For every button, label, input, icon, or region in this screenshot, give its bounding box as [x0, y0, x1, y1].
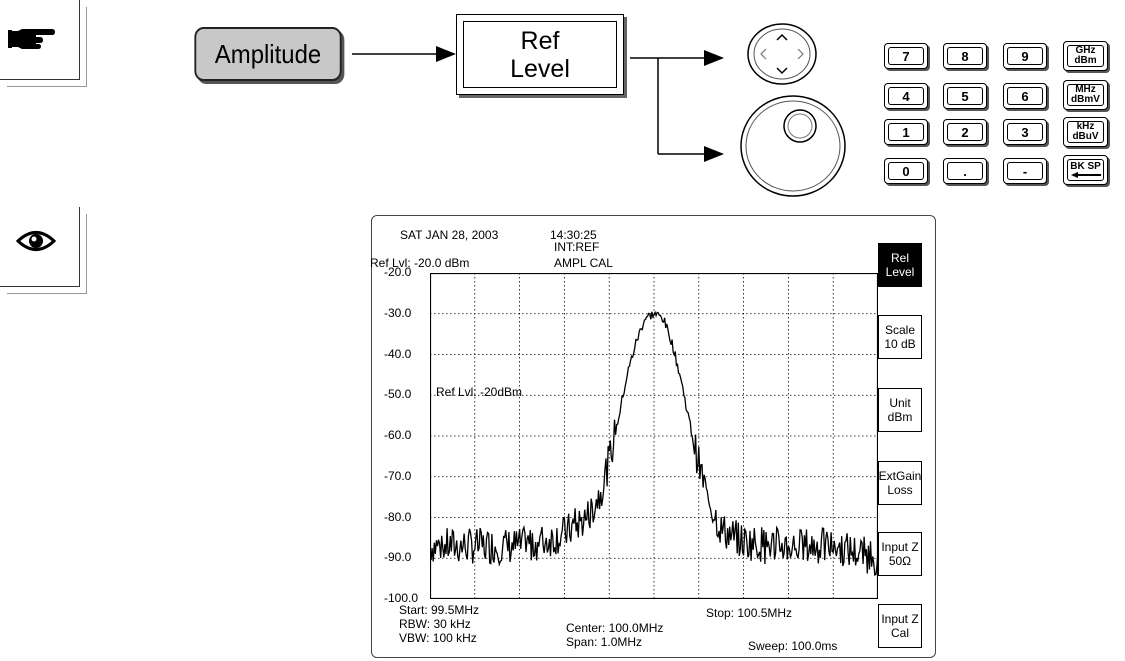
analyzer-screen: SAT JAN 28, 2003 14:30:25 INT:REF AMPL C…	[370, 215, 936, 658]
ref-level-annotation: Ref Lvl: -20dBm	[436, 385, 523, 399]
y-tick-label: -50.0	[384, 387, 412, 402]
key-2[interactable]: 2	[943, 119, 987, 145]
span-value: Span: 1.0MHz	[566, 635, 643, 649]
amplitude-key-label: Amplitude	[214, 38, 322, 69]
key-1[interactable]: 1	[884, 119, 928, 145]
spectrum-trace	[430, 310, 878, 576]
arrow-keys-icon[interactable]	[744, 20, 820, 88]
rotary-knob-icon[interactable]	[738, 94, 848, 198]
vbw-value: VBW: 100 kHz	[399, 631, 477, 645]
stop-freq: Stop: 100.5MHz	[706, 606, 793, 620]
ref-level-key[interactable]: Ref Level	[456, 14, 624, 95]
key-3[interactable]: 3	[1003, 119, 1047, 145]
rbw-value: RBW: 30 kHz	[399, 617, 471, 631]
key-decimal[interactable]: .	[943, 158, 987, 184]
key-backspace[interactable]: BK SP	[1063, 155, 1108, 185]
y-tick-label: -90.0	[384, 550, 412, 565]
start-freq: Start: 99.5MHz	[399, 603, 480, 617]
observe-step-marker	[0, 207, 87, 294]
y-tick-label: -60.0	[384, 428, 412, 442]
key-5[interactable]: 5	[943, 83, 987, 109]
cal-state: AMPL CAL	[554, 256, 613, 270]
key-8[interactable]: 8	[943, 43, 987, 69]
y-tick-label: -70.0	[384, 468, 412, 483]
backspace-arrow-icon	[1070, 172, 1101, 178]
y-tick-label: -30.0	[384, 305, 412, 320]
key-0[interactable]: 0	[884, 158, 928, 184]
pointing-hand-icon	[8, 29, 55, 49]
y-tick-label: -20.0	[384, 265, 412, 279]
center-freq: Center: 100.0MHz	[566, 621, 664, 635]
key-4[interactable]: 4	[884, 83, 928, 109]
action-step-marker	[0, 0, 87, 87]
flow-arrows	[352, 46, 724, 162]
key-6[interactable]: 6	[1003, 83, 1047, 109]
key-7[interactable]: 7	[884, 43, 928, 69]
ref-source: INT:REF	[554, 240, 600, 254]
y-tick-label: -80.0	[384, 509, 412, 524]
key-minus[interactable]: -	[1003, 158, 1047, 184]
key-9[interactable]: 9	[1003, 43, 1047, 69]
ref-level-header: Ref Lvl: -20.0 dBm	[370, 256, 470, 270]
amplitude-key[interactable]: Amplitude	[194, 27, 342, 81]
ref-level-key-line2: Level	[510, 54, 570, 83]
screen-time: 14:30:25	[550, 228, 597, 242]
spectrum-plot	[430, 273, 878, 599]
screen-date: SAT JAN 28, 2003	[400, 228, 499, 242]
sweep-time: Sweep: 100.0ms	[748, 639, 838, 653]
plot-frame	[430, 273, 878, 599]
eye-icon	[16, 231, 56, 251]
y-tick-label: -40.0	[384, 346, 412, 361]
y-tick-label: -100.0	[384, 591, 419, 605]
ref-level-key-line1: Ref	[520, 26, 560, 55]
